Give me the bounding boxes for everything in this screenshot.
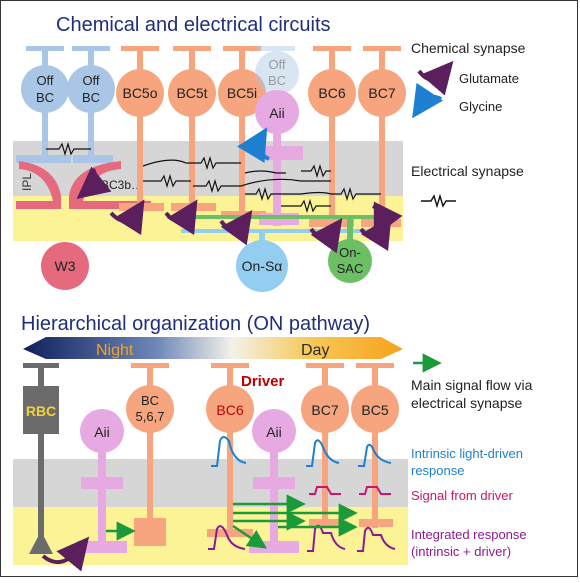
bc7-bottom-label: BC7 [311, 402, 338, 418]
top-title: Chemical and electrical circuits [56, 14, 331, 36]
rbc-cell: RBC [23, 363, 59, 554]
aii-2-label: Aii [266, 424, 282, 440]
legend-glutamate-icon [417, 60, 454, 96]
rbc-label: RBC [26, 403, 56, 419]
off-bc-1-line1: Off [36, 73, 53, 88]
off-bc-faded-line2: BC [268, 73, 286, 88]
on-sac-line2: SAC [337, 261, 364, 276]
on-sac-cell: On- SAC [328, 239, 372, 283]
off-bc-faded-cell: Off BC [255, 46, 299, 95]
w3-cell: W3 [16, 161, 151, 290]
bc7-cell-bottom: BC7 [301, 363, 349, 528]
night-day-bar [23, 337, 403, 359]
main-flow-arrows [106, 494, 358, 549]
w3-label: W3 [55, 258, 76, 274]
off-bc-faded-line1: Off [268, 57, 285, 72]
off-bc-2-line1: Off [82, 73, 99, 88]
electrical-synapses [46, 141, 381, 214]
signal-traces [208, 436, 396, 552]
rbc-glutamate-arrow [41, 536, 90, 572]
on-salpha-cell: On-Sα [236, 240, 288, 292]
legend-electrical-icon [421, 193, 456, 209]
legend-intrinsic-line2: response [411, 463, 464, 478]
bc7-top-label: BC7 [368, 85, 395, 101]
legend-main-flow-line1: Main signal flow via [411, 377, 533, 393]
aii-cell-1: Aii [77, 409, 127, 553]
top-legend: Chemical synapse Glutamate Glycine Elect… [411, 40, 526, 209]
sac-stem [347, 217, 353, 242]
legend-main-flow-line2: electrical synapse [411, 395, 522, 411]
legend-glycine: Glycine [459, 99, 502, 114]
bc5-cell-bottom: BC5 [351, 363, 399, 528]
ipl-label: IPL [20, 173, 34, 191]
bc567-line1: BC [141, 393, 159, 408]
bc567-line2: 5,6,7 [136, 409, 165, 424]
bc5i-label: BC5i [227, 85, 257, 101]
bc5-driver-trace [359, 486, 391, 495]
aii-1-label: Aii [94, 424, 110, 440]
day-label: Day [301, 342, 329, 359]
bc6-driver-label: BC6 [216, 402, 243, 418]
glycine-arrow [237, 127, 270, 163]
legend-integrated-line1: Integrated response [411, 527, 527, 542]
legend-intrinsic-line1: Intrinsic light-driven [411, 446, 523, 461]
bc3b-label: BC3b… [101, 178, 143, 192]
bc5-intrinsic-trace [358, 443, 392, 467]
bc5o-label: BC5o [122, 85, 157, 101]
off-bc-cell-2: Off BC [67, 46, 115, 163]
legend-glutamate: Glutamate [459, 71, 519, 86]
bc6-integrated-trace [208, 525, 246, 550]
bc7-driver-trace [309, 486, 341, 495]
off-bc-cell-1: Off BC [16, 46, 71, 163]
bc5-bottom-label: BC5 [361, 402, 388, 418]
legend-integrated-line2: (intrinsic + driver) [411, 544, 511, 559]
legend-driver-signal: Signal from driver [411, 488, 514, 503]
bc6-top-label: BC6 [318, 85, 345, 101]
bc5t-label: BC5t [176, 85, 207, 101]
bc6-intrinsic-trace [211, 436, 247, 467]
bottom-title: Hierarchical organization (ON pathway) [21, 313, 370, 335]
legend-glycine-icon [412, 82, 444, 119]
salpha-dendrite [181, 229, 381, 233]
sac-dendrite [176, 215, 396, 219]
legend-chemical-synapse: Chemical synapse [411, 40, 526, 56]
bc7-intrinsic-trace [306, 439, 340, 467]
on-sac-line1: On- [339, 245, 361, 260]
on-salpha-label: On-Sα [242, 258, 283, 274]
aii-top-label: Aii [269, 105, 285, 121]
off-bc-2-line2: BC [82, 90, 100, 105]
legend-electrical-synapse: Electrical synapse [411, 163, 524, 179]
bc567-cell: BC 5,6,7 [126, 363, 174, 546]
glutamate-arrows [76, 166, 403, 254]
bottom-gray-band [13, 459, 408, 507]
off-bc-1-line2: BC [36, 90, 54, 105]
bc5-integrated-trace [357, 526, 396, 552]
bottom-legend: Main signal flow via electrical synapse … [411, 353, 533, 559]
driver-label: Driver [241, 373, 285, 390]
night-label: Night [96, 342, 134, 359]
